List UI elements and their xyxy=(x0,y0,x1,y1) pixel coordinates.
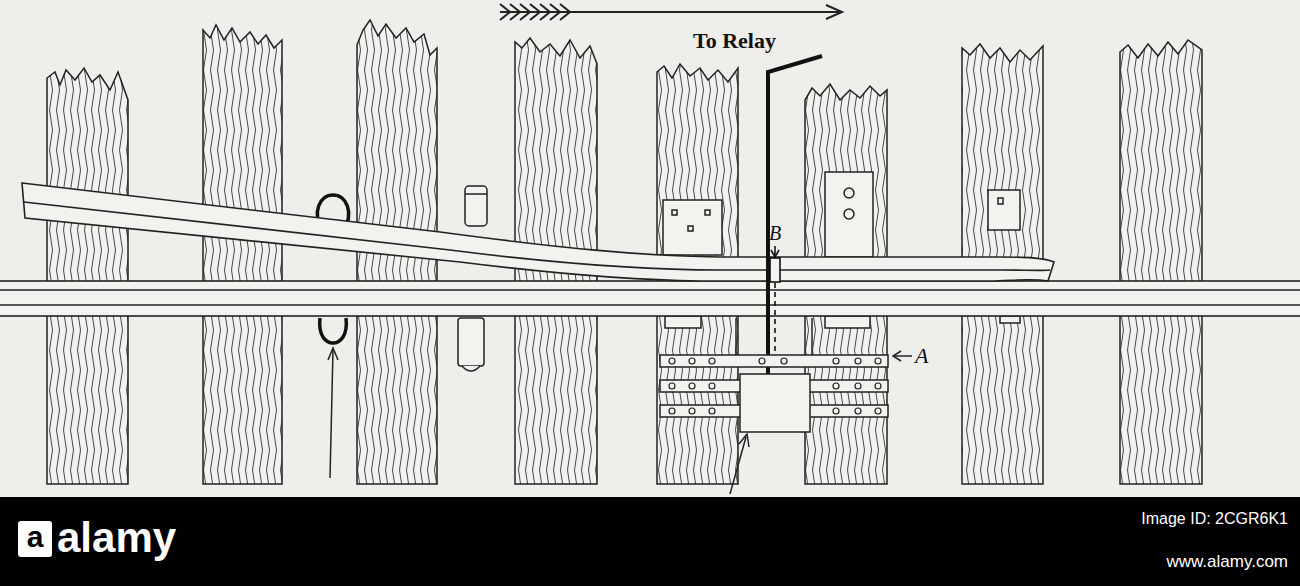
stock-rail xyxy=(0,281,1300,316)
connection-plate xyxy=(833,358,839,364)
page-ground xyxy=(0,0,1300,497)
tie-plates xyxy=(1000,316,1020,323)
logo-letter: a xyxy=(18,520,52,554)
connection-plate xyxy=(875,358,881,364)
switch-point xyxy=(22,183,1054,281)
rail-connection xyxy=(771,250,779,257)
tie-plates xyxy=(844,188,854,198)
tie-plates xyxy=(998,198,1003,204)
connection-plate xyxy=(759,358,765,364)
direction-arrow xyxy=(826,5,842,19)
connection-plate xyxy=(894,355,912,357)
connection-plate xyxy=(855,358,861,364)
leader-lines xyxy=(328,348,338,360)
connection-plate xyxy=(855,408,861,414)
rod-device xyxy=(465,186,487,226)
rod-device xyxy=(462,366,480,371)
leader-lines xyxy=(730,437,746,494)
tie-plates xyxy=(705,210,710,215)
part-letter: A xyxy=(915,343,928,369)
connection-plate xyxy=(833,408,839,414)
switch-point xyxy=(22,183,1054,281)
tie-plates xyxy=(844,209,854,219)
rail-connection xyxy=(774,246,776,255)
bond-loop xyxy=(317,195,348,343)
connection-plate xyxy=(740,374,810,432)
rod-device xyxy=(458,318,484,366)
logo-square xyxy=(18,521,52,557)
tie-plates xyxy=(825,316,870,328)
connection-plate xyxy=(833,383,839,389)
connection-plate xyxy=(709,408,715,414)
connection-plate xyxy=(781,358,787,364)
rail-connection xyxy=(770,258,780,282)
rod-device xyxy=(458,186,487,371)
connection-plate xyxy=(709,383,715,389)
connection-plate xyxy=(669,408,675,414)
tie-plates xyxy=(825,172,873,257)
connection-plate xyxy=(811,318,813,355)
rail-connection xyxy=(770,246,780,355)
tie-plates xyxy=(672,210,677,215)
connection-plate xyxy=(669,383,675,389)
direction-arrow xyxy=(500,4,842,20)
cross-ties xyxy=(203,25,282,484)
bond-loop xyxy=(320,318,347,343)
part-letter: B xyxy=(769,222,781,245)
stock-rail xyxy=(0,304,1300,306)
stock-rail xyxy=(0,281,1300,316)
rod-device xyxy=(465,193,487,195)
connection-plate xyxy=(669,358,675,364)
connection-plate xyxy=(893,351,901,361)
connection-plate xyxy=(735,318,737,355)
cross-ties xyxy=(1120,40,1202,484)
leader-lines xyxy=(330,350,333,478)
watermark-url: www.alamy.com xyxy=(1166,552,1288,572)
connection-plate xyxy=(709,358,715,364)
cross-ties xyxy=(47,68,128,484)
connection-plate xyxy=(855,383,861,389)
connection-plate xyxy=(660,318,912,432)
tie-plates xyxy=(665,316,701,328)
watermark-bar xyxy=(0,497,1300,586)
switch-point xyxy=(24,202,1050,270)
tie-plates xyxy=(688,226,693,231)
connection-plate xyxy=(660,355,888,367)
tie-plates xyxy=(663,200,722,255)
watermark-logo: alamy xyxy=(57,514,176,562)
tie-plates xyxy=(988,190,1020,230)
connection-plate xyxy=(875,383,881,389)
connection-plate xyxy=(875,408,881,414)
leader-lines xyxy=(328,348,749,494)
relay-wire xyxy=(768,56,822,376)
image-id: Image ID: 2CGR6K1 xyxy=(1141,510,1288,528)
relay-label: To Relay xyxy=(693,28,776,54)
connection-plate xyxy=(689,408,695,414)
connection-plate xyxy=(689,358,695,364)
stock-rail xyxy=(0,289,1300,291)
rail-connection xyxy=(774,283,776,355)
leader-lines xyxy=(739,434,749,447)
connection-plate xyxy=(689,383,695,389)
direction-arrow xyxy=(500,4,570,20)
